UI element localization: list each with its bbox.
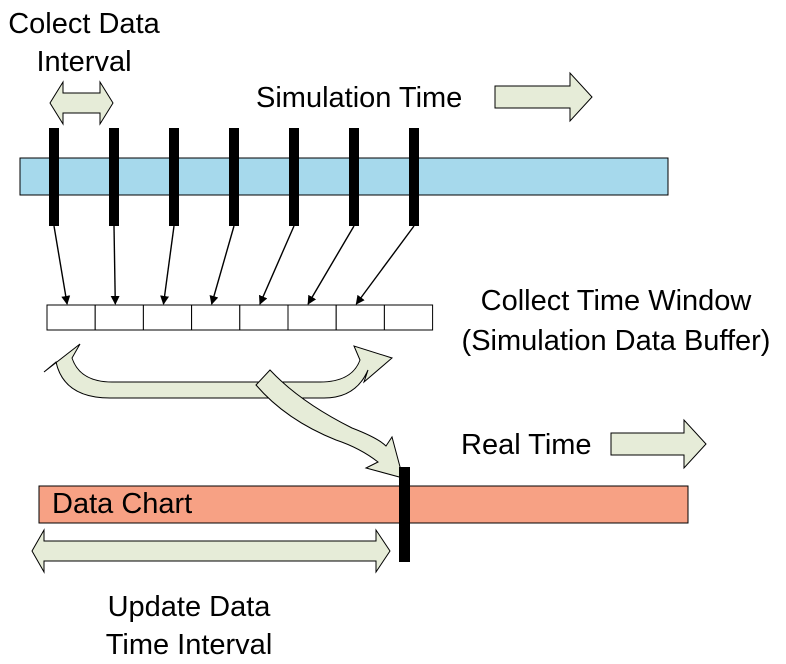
sample-marker: [49, 128, 59, 226]
simulation-time-bar: [19, 157, 669, 196]
buffer-cell: [335, 304, 385, 331]
collect-window-label-line2: (Simulation Data Buffer): [462, 325, 771, 357]
buffer-span-curved-arrow: [43, 343, 394, 399]
sample-arrow: [53, 225, 71, 305]
buffer-cell: [94, 304, 144, 331]
simulation-data-buffer: [46, 304, 434, 331]
buffer-cell: [46, 304, 96, 331]
sample-marker: [409, 128, 419, 226]
sample-arrow: [110, 225, 120, 305]
sample-arrow: [209, 225, 235, 305]
update-interval-label-line1: Update Data: [108, 591, 272, 623]
update-interval-label-line2: Time Interval: [106, 629, 273, 661]
sample-marker: [349, 128, 359, 226]
buffer-cell: [239, 304, 289, 331]
sample-marker: [109, 128, 119, 226]
buffer-cell: [287, 304, 337, 331]
real-time-marker: [399, 467, 410, 562]
buffer-cell: [383, 304, 434, 331]
buffer-cell: [191, 304, 241, 331]
collect-interval-double-arrow: [49, 80, 114, 126]
sample-arrow: [160, 225, 175, 305]
sample-arrow: [355, 225, 415, 305]
transfer-to-chart-arrow: [255, 369, 404, 479]
simulation-time-label: Simulation Time: [256, 82, 462, 114]
collect-interval-label-line1: Colect Data: [8, 8, 160, 40]
collect-window-label-line1: Collect Time Window: [481, 285, 753, 317]
data-chart-bar: [38, 485, 689, 524]
buffer-cell: [142, 304, 193, 331]
real-time-arrow-icon: [610, 418, 707, 470]
sample-marker: [169, 128, 179, 226]
sample-arrow: [259, 225, 295, 305]
real-time-label: Real Time: [461, 429, 592, 461]
sample-marker: [229, 128, 239, 226]
sample-markers: [49, 128, 419, 226]
collect-interval-label-line2: Interval: [36, 46, 131, 78]
update-interval-double-arrow: [31, 528, 391, 574]
data-chart-label: Data Chart: [52, 488, 192, 520]
simulation-time-arrow-icon: [494, 71, 593, 123]
sample-arrow: [307, 225, 355, 305]
sample-arrows: [53, 225, 415, 305]
sample-marker: [289, 128, 299, 226]
